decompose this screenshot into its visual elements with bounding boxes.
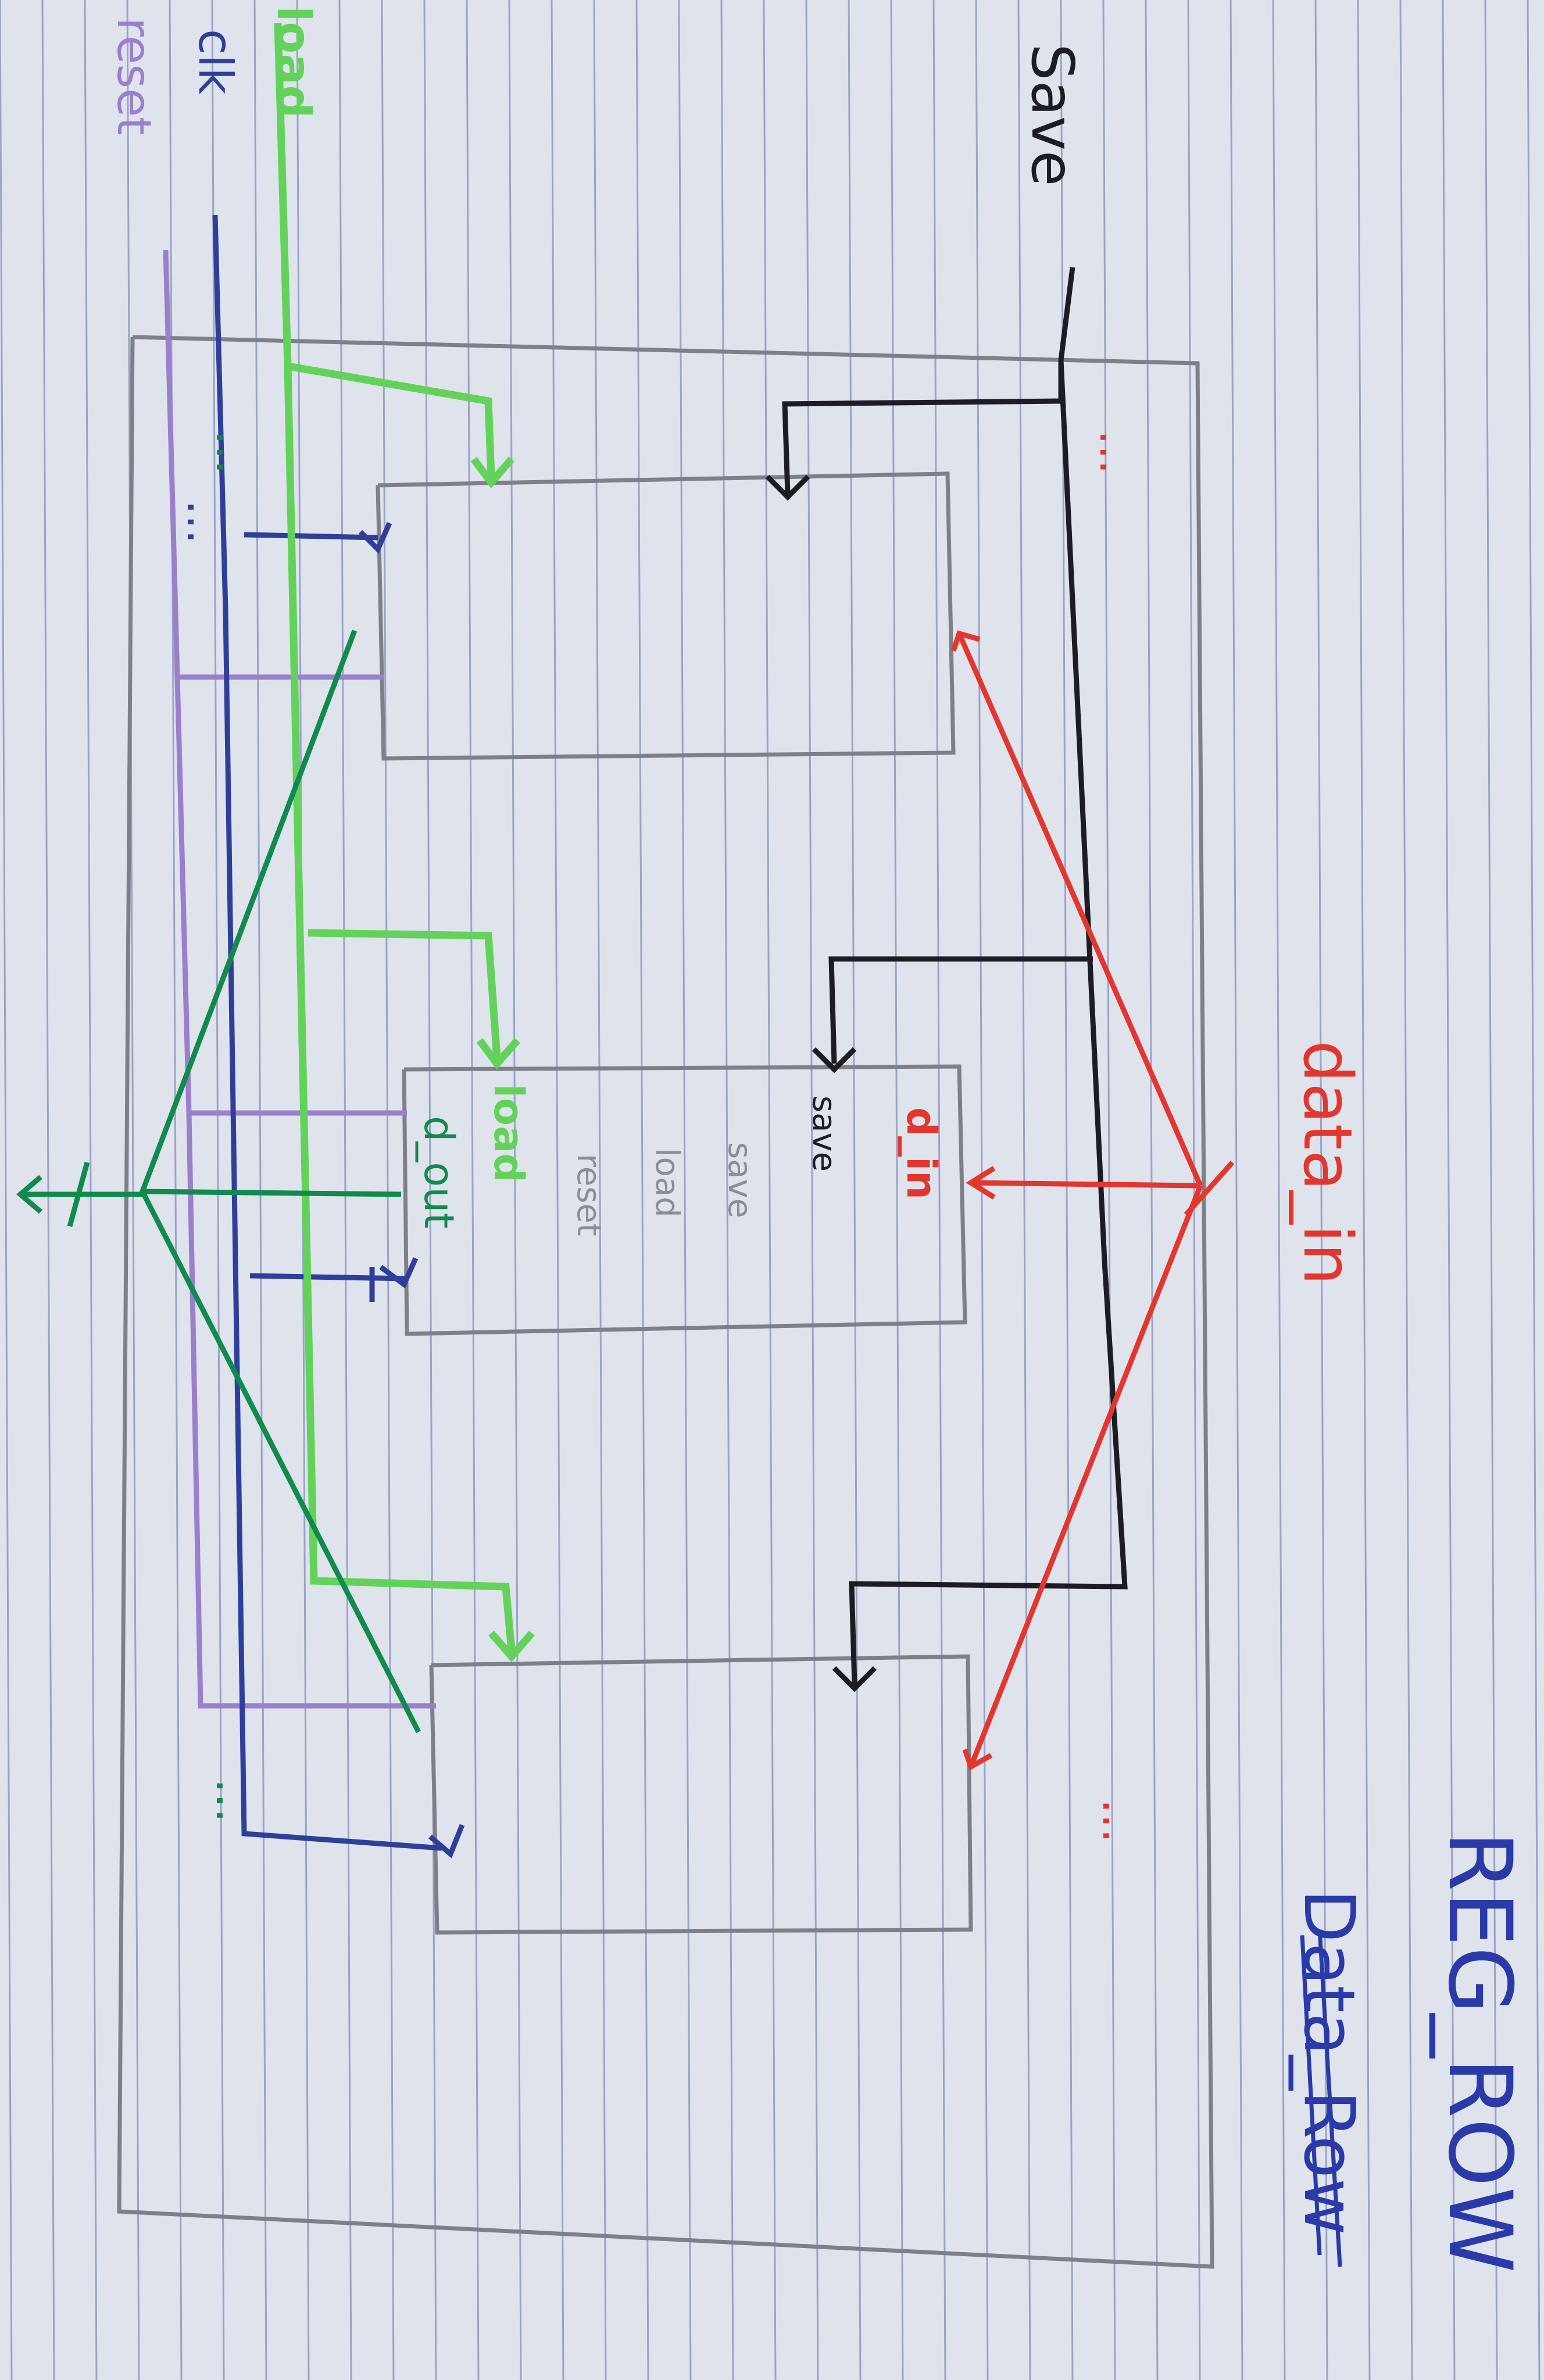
clock-wire [212, 214, 465, 1859]
title-strikethrough [1300, 1929, 1342, 2267]
ruled-line [1357, 0, 1371, 2380]
ruled-line [1442, 0, 1456, 2380]
load-signal-label: load [267, 6, 321, 119]
row-outer-frame [117, 335, 1214, 2269]
reset-signal-label: reset [107, 17, 161, 135]
data-in-signal-label: data_in [1288, 1040, 1366, 1286]
reset-wire [163, 249, 436, 1709]
ruled-line [763, 0, 777, 2380]
ruled-line [508, 0, 522, 2380]
clk-signal-label: clk [188, 29, 242, 95]
ruled-line [805, 0, 819, 2380]
struck-title: Data_Row [1288, 1889, 1369, 2236]
ellipsis-top-right: ... [1089, 430, 1143, 475]
ruled-line [1230, 0, 1243, 2380]
cell-save-label: save [805, 1096, 843, 1172]
ellipsis-top-left: ... [206, 430, 260, 475]
data-out-wire [16, 629, 421, 1734]
cell-load-label: load [485, 1084, 532, 1183]
save-wire [765, 267, 1128, 1692]
ruled-line [423, 0, 437, 2380]
ruled-line [1145, 0, 1159, 2380]
ruled-line [338, 0, 352, 2380]
ruled-line [635, 0, 649, 2380]
ruled-line [84, 0, 98, 2380]
cell-reset-faint-label: reset [570, 1154, 607, 1236]
ruled-line [1102, 0, 1116, 2380]
ruled-line [126, 0, 140, 2380]
ruled-line [551, 0, 564, 2380]
load-wire [274, 23, 535, 1662]
ruled-line [678, 0, 692, 2380]
cell-dout-label: d_out [415, 1116, 463, 1229]
register-cell-middle [402, 1064, 967, 1336]
register-cell-top [376, 471, 956, 761]
cell-din-label: d_in [898, 1107, 945, 1200]
ruled-line [848, 0, 862, 2380]
ruled-line [41, 0, 55, 2380]
ruled-line [381, 0, 395, 2380]
ellipsis-top-left-2: ... [177, 500, 231, 545]
ruled-line [932, 0, 946, 2380]
ruled-line [1399, 0, 1413, 2380]
ruled-line [1527, 0, 1541, 2380]
ruled-line [1314, 0, 1328, 2380]
ruled-line [0, 0, 13, 2380]
ruled-line [1272, 0, 1286, 2380]
ruled-line [1187, 0, 1201, 2380]
ellipsis-bottom-left: ... [206, 1778, 260, 1823]
sheet-title: REG_ROW [1429, 1831, 1530, 2273]
data-in-wire [950, 630, 1235, 1771]
ellipsis-bottom-right: ... [1092, 1799, 1146, 1844]
cell-save-faint-label: save [721, 1142, 759, 1219]
ruled-line [1017, 0, 1031, 2380]
save-signal-label: Save [1018, 44, 1086, 187]
cell-load-faint-label: load [648, 1148, 686, 1218]
ruled-line [253, 0, 267, 2380]
ruled-line [720, 0, 734, 2380]
ruled-line [593, 0, 607, 2380]
ruled-line [890, 0, 904, 2380]
ruled-line [1484, 0, 1498, 2380]
